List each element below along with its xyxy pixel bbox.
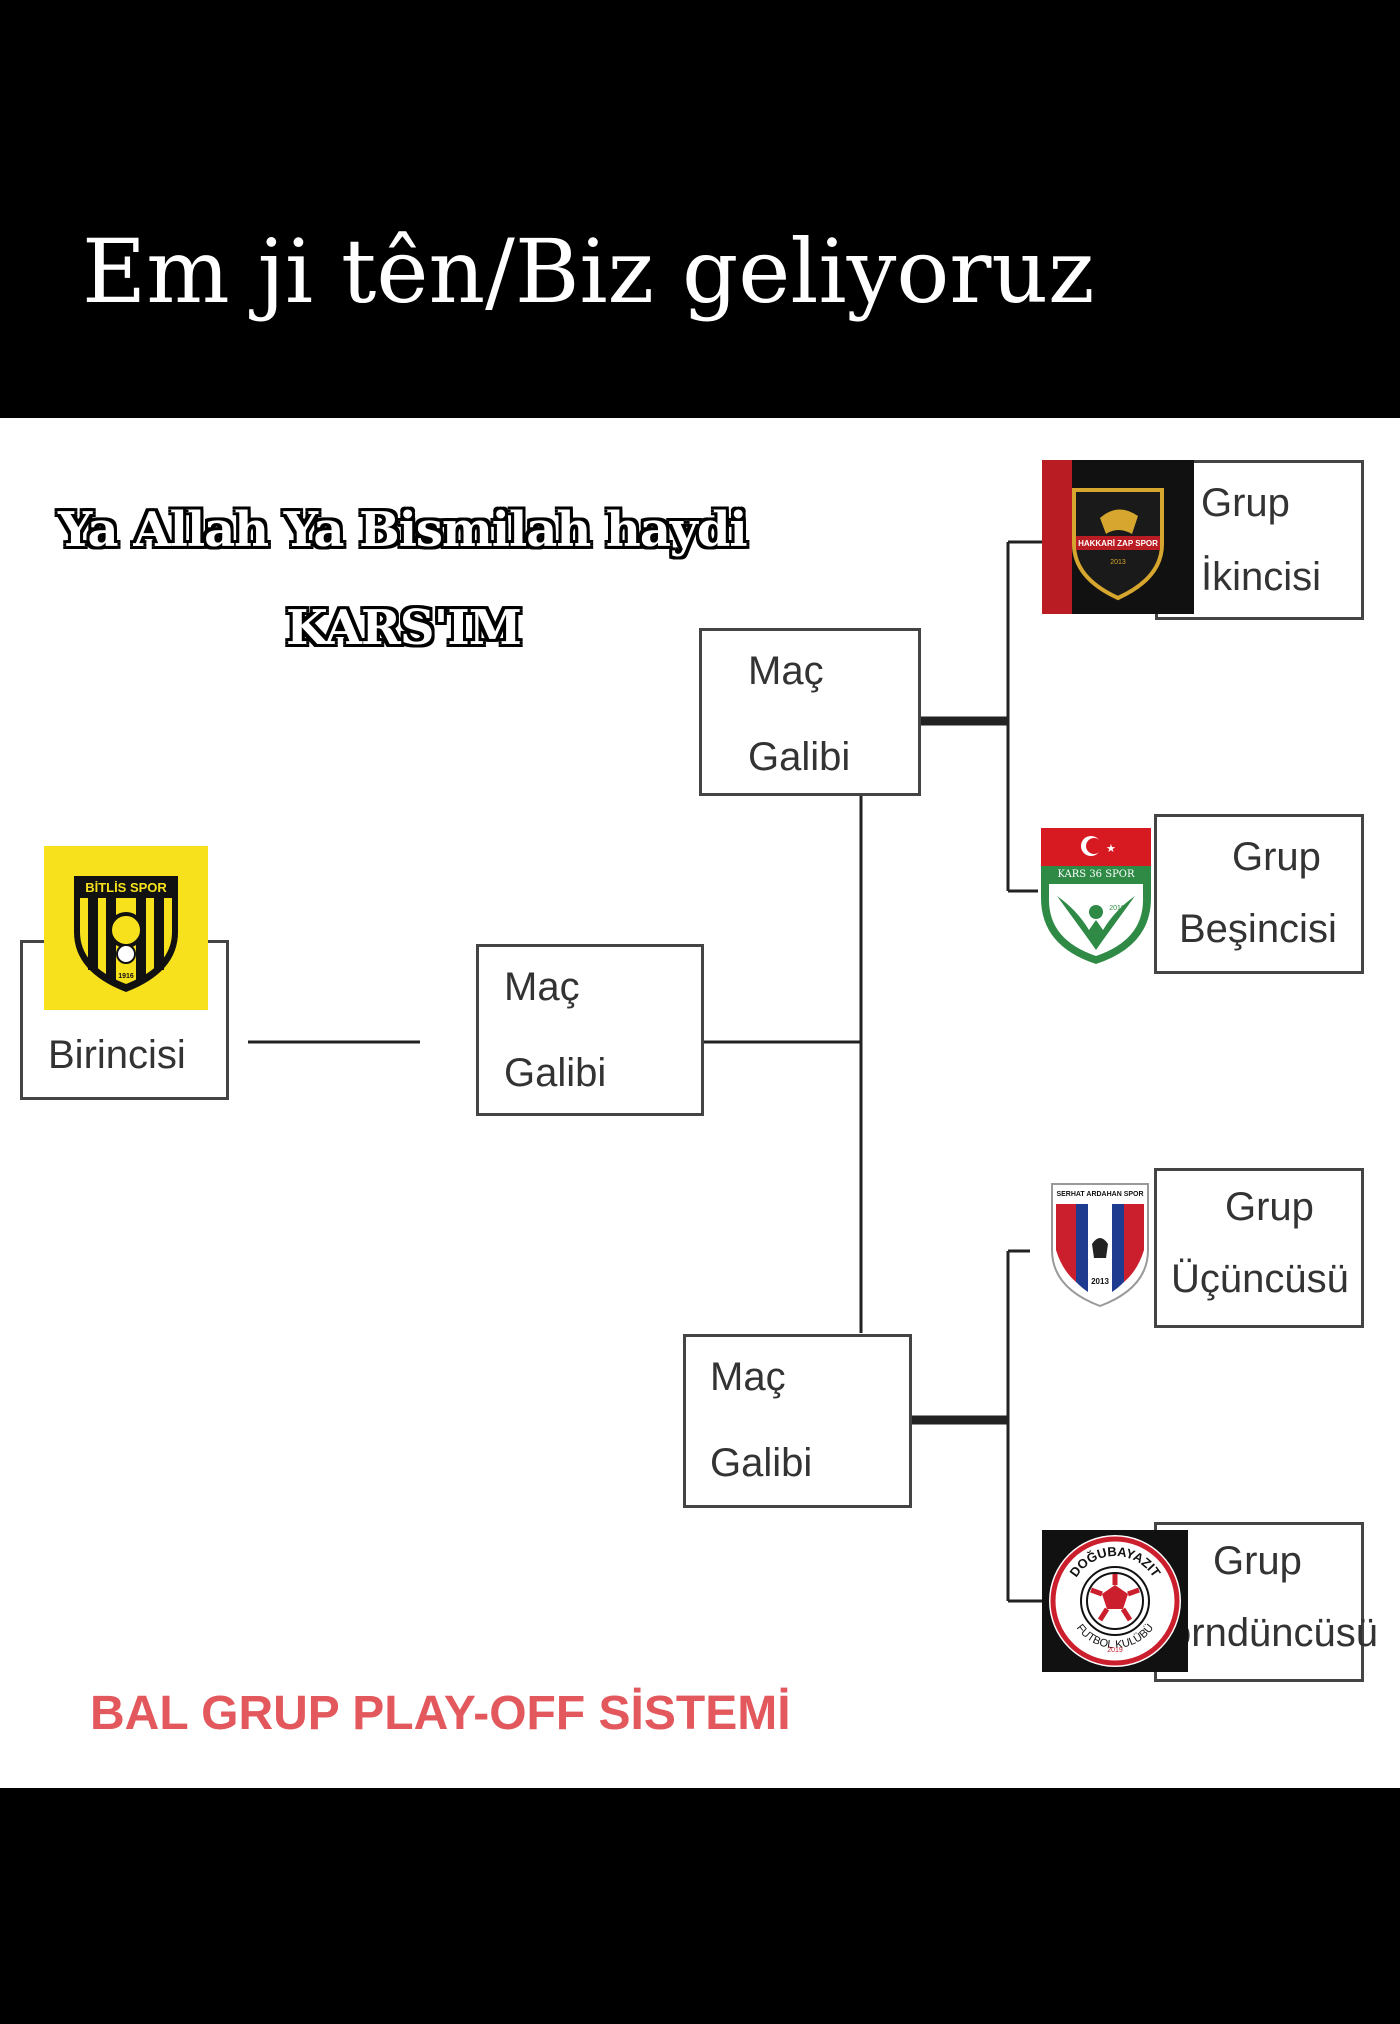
upper-match-box: Maç Galibi bbox=[699, 628, 921, 796]
seed-2-line-1: Grup bbox=[1201, 481, 1290, 525]
bracket-lines bbox=[248, 540, 1044, 1603]
serhat-ardahan-spor-logo: SERHAT ARDAHAN SPOR 2013 bbox=[1051, 1183, 1149, 1308]
seed-5-line-2: Beşincisi bbox=[1179, 907, 1337, 951]
dogubayazit-logo-year: 2019 bbox=[1107, 1647, 1123, 1654]
lower-match-line-1: Maç bbox=[710, 1355, 786, 1399]
seed-3-box: Grup Üçüncüsü bbox=[1154, 1168, 1364, 1328]
seed-4-box: Grup örndüncüsü bbox=[1154, 1522, 1378, 1682]
semi-final-line-1: Maç bbox=[504, 965, 580, 1009]
slogan-line-2: KARS'IM bbox=[286, 600, 522, 656]
footer-title: BAL GRUP PLAY-OFF SİSTEMİ bbox=[90, 1687, 791, 1740]
ardahan-logo-text: SERHAT ARDAHAN SPOR bbox=[1056, 1191, 1143, 1198]
seed-3-line-1: Grup bbox=[1225, 1185, 1314, 1229]
seed-4-line-1: Grup bbox=[1213, 1539, 1302, 1583]
seed-5-box: Grup Beşincisi bbox=[1154, 814, 1364, 974]
semi-final-box: Maç Galibi bbox=[476, 944, 704, 1116]
hakkari-logo-text: HAKKARİ ZAP SPOR bbox=[1078, 539, 1158, 548]
lower-match-box: Maç Galibi bbox=[683, 1334, 912, 1508]
upper-match-line-2: Galibi bbox=[748, 735, 851, 779]
ardahan-logo-year: 2013 bbox=[1091, 1277, 1109, 1286]
bitlis-logo-year: 1916 bbox=[118, 973, 134, 980]
dogubayazit-futbol-kulubu-logo: DOĞUBAYAZIT FUTBOL KULÜBÜ 2019 bbox=[1042, 1530, 1188, 1672]
kars-logo-year: 2016 bbox=[1109, 905, 1125, 912]
bitlis-spor-logo: BİTLİS SPOR 1916 bbox=[44, 846, 208, 1010]
kars-logo-text: KARS 36 SPOR bbox=[1057, 869, 1135, 880]
seed-3-line-2: Üçüncüsü bbox=[1171, 1257, 1349, 1301]
seed-2-line-2: İkincisi bbox=[1201, 555, 1322, 599]
lower-match-line-2: Galibi bbox=[710, 1441, 813, 1485]
upper-match-line-1: Maç bbox=[748, 649, 824, 693]
kars-36-spor-logo: ★ KARS 36 SPOR 2016 bbox=[1041, 828, 1151, 964]
seed-4-line-2: örndüncüsü bbox=[1169, 1611, 1379, 1655]
seed-5-line-1: Grup bbox=[1232, 835, 1321, 879]
hakkari-zap-spor-logo: HAKKARİ ZAP SPOR 2013 bbox=[1042, 460, 1194, 614]
semi-final-line-2: Galibi bbox=[504, 1051, 607, 1095]
bitlis-logo-text: BİTLİS SPOR bbox=[85, 880, 167, 895]
page-headline: Em ji tên/Biz geliyoruz bbox=[82, 220, 1095, 323]
hakkari-logo-year: 2013 bbox=[1110, 559, 1126, 566]
first-seed-label: Birincisi bbox=[48, 1033, 186, 1077]
svg-text:★: ★ bbox=[1106, 842, 1116, 855]
slogan-line-1: Ya Allah Ya Bismilah haydi bbox=[58, 502, 748, 558]
bracket-panel: Ya Allah Ya Bismilah haydi KARS'IM Birin… bbox=[0, 418, 1400, 1788]
